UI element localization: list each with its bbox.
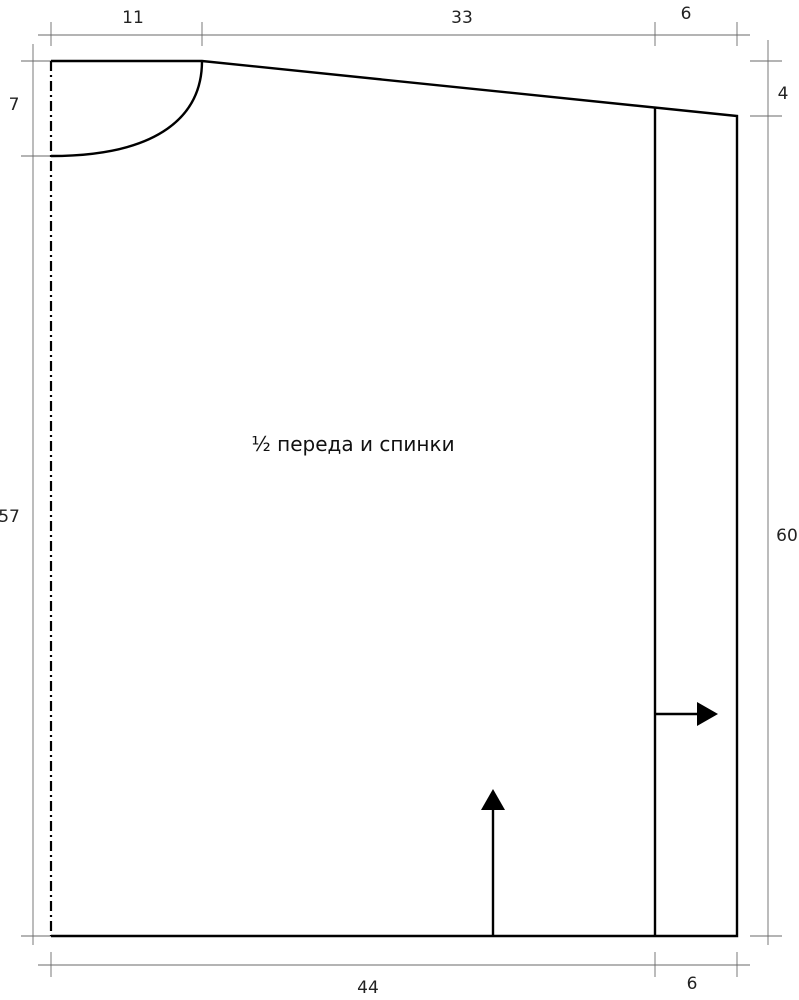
- left-neck-depth-label: 7: [9, 95, 20, 115]
- bottom-sleeve-width-label: 6: [687, 974, 698, 994]
- right-height-label: 60: [776, 526, 798, 546]
- bottom-dimension: 44 6: [38, 952, 750, 998]
- neckline-curve: [50, 60, 204, 158]
- right-dimension: 4 60: [750, 40, 798, 945]
- arrow-up-head: [481, 789, 505, 810]
- right-shoulder-drop-label: 4: [778, 84, 789, 104]
- arrow-right-icon: [655, 702, 718, 726]
- piece-outline: [51, 59, 739, 938]
- arrow-up-icon: [481, 789, 505, 936]
- piece-title: ½ переда и спинки: [251, 432, 454, 456]
- arrow-right-head: [697, 702, 718, 726]
- left-dimension: 7 57: [0, 44, 52, 945]
- top-shoulder-width-label: 33: [451, 8, 473, 28]
- pattern-piece: [49, 59, 739, 938]
- left-height-label: 57: [0, 507, 20, 527]
- bottom-body-width-label: 44: [357, 978, 379, 998]
- top-dimension: 11 33 6: [38, 4, 750, 46]
- top-neck-width-label: 11: [122, 8, 144, 28]
- top-sleeve-width-label: 6: [681, 4, 692, 24]
